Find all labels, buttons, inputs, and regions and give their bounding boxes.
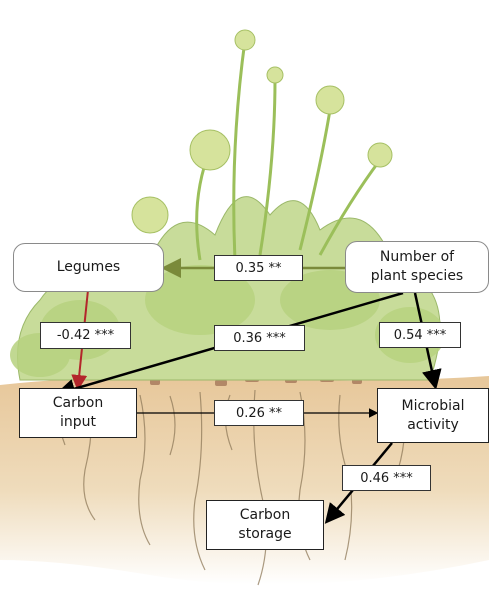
carbon-storage-node: Carbon storage (206, 500, 324, 550)
coef-species-legumes: 0.35 ** (214, 255, 303, 281)
coef-species-microbial: 0.54 *** (379, 322, 461, 348)
coef-carbon-input-microbial: 0.26 ** (214, 400, 304, 426)
coef-legumes-carbon-input: -0.42 *** (40, 322, 131, 349)
coef-species-carbon-input: 0.36 *** (214, 325, 305, 351)
legumes-node: Legumes (13, 243, 164, 292)
coef-microbial-storage: 0.46 *** (342, 465, 431, 491)
carbon-input-node: Carbon input (19, 388, 137, 438)
plant-species-node: Number of plant species (345, 241, 489, 293)
microbial-activity-node: Microbial activity (377, 388, 489, 443)
